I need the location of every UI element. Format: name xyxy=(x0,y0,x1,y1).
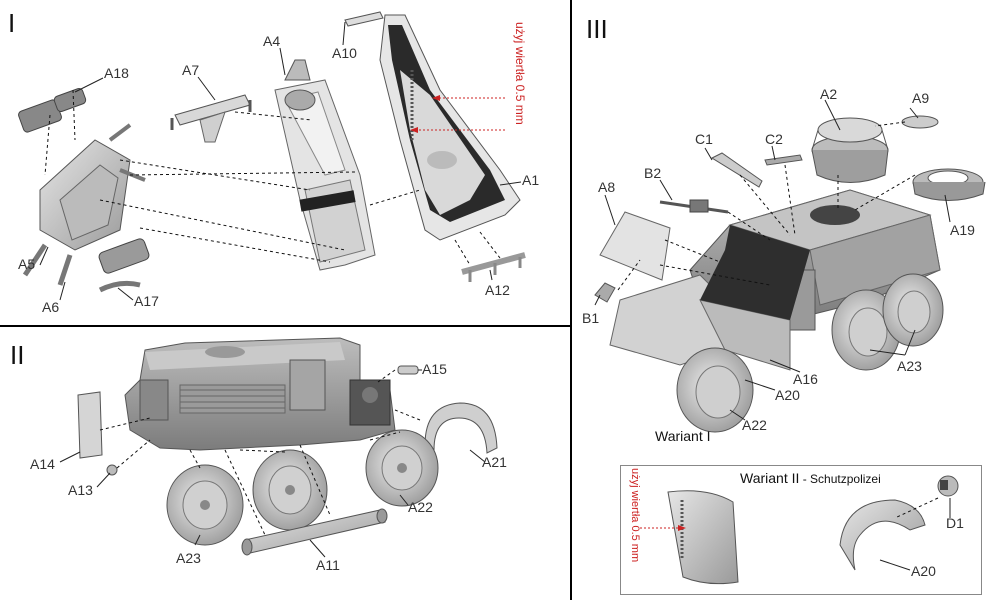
part-a19-ring xyxy=(912,168,986,201)
part-a15 xyxy=(397,365,419,375)
label-b1: B1 xyxy=(582,310,600,326)
label-a5: A5 xyxy=(18,256,36,272)
front-wheel-iso xyxy=(676,347,754,433)
label-a6: A6 xyxy=(42,299,60,315)
panel-3-parts xyxy=(594,115,986,585)
engine-assembly xyxy=(18,87,150,293)
label-c1: C1 xyxy=(695,131,713,147)
wheel-mid xyxy=(252,449,328,531)
label-a21: A21 xyxy=(482,454,507,470)
armored-car-hull-iso xyxy=(609,189,941,371)
label-a4: A4 xyxy=(263,33,281,49)
variant-2-title-main: Wariant II xyxy=(740,470,800,486)
label-a14: A14 xyxy=(30,456,55,472)
label-a15: A15 xyxy=(422,361,447,377)
part-c2 xyxy=(764,154,803,166)
label-a22-panel3: A22 xyxy=(742,417,767,433)
label-a7: A7 xyxy=(182,62,200,78)
drill-note: użyj wiertła 0.5 mm xyxy=(513,22,527,125)
panel-numeral-2: II xyxy=(10,340,25,370)
drill-note-variant2: użyj wiertła 0.5 mm xyxy=(629,468,641,563)
part-b1 xyxy=(594,282,616,303)
label-a22-panel2: A22 xyxy=(408,499,433,515)
part-a14-plate xyxy=(77,391,103,459)
rear-wheel-2-iso xyxy=(882,273,944,347)
label-a23-panel2: A23 xyxy=(176,550,201,566)
variant-2-subtitle: - Schutzpolizei xyxy=(799,472,881,486)
label-a10: A10 xyxy=(332,45,357,61)
part-a13 xyxy=(106,464,118,476)
label-a8: A8 xyxy=(598,179,616,195)
part-a4-chassis xyxy=(274,59,376,271)
label-a17: A17 xyxy=(134,293,159,309)
part-a8-plate xyxy=(599,211,671,281)
label-a16: A16 xyxy=(793,371,818,387)
part-b2-gun xyxy=(659,199,729,214)
label-a20-panel3: A20 xyxy=(775,387,800,403)
label-a18: A18 xyxy=(104,65,129,81)
part-a21-fender xyxy=(424,402,498,454)
part-a9-hatch xyxy=(901,115,939,129)
variant-2-parts xyxy=(667,475,959,585)
label-a20-variant2: A20 xyxy=(911,563,936,579)
part-a7-bracket xyxy=(170,94,252,143)
part-c1 xyxy=(710,152,763,188)
panel-numeral-1: I xyxy=(8,8,16,38)
label-a2: A2 xyxy=(820,86,838,102)
variant-2-title: Wariant II - Schutzpolizei xyxy=(740,470,881,486)
guide-lines-panel-3 xyxy=(617,121,916,291)
armored-car-hull-side xyxy=(124,337,396,451)
part-a1-hull xyxy=(379,14,521,241)
guide-lines-panel-2 xyxy=(99,369,421,536)
guide-lines-panel-1 xyxy=(44,89,501,266)
label-a19: A19 xyxy=(950,222,975,238)
variant-1-title: Wariant I xyxy=(655,428,711,444)
label-a12: A12 xyxy=(485,282,510,298)
label-b2: B2 xyxy=(644,165,662,181)
variant-2-box xyxy=(620,465,982,595)
label-d1: D1 xyxy=(946,515,964,531)
panel-1-parts xyxy=(18,11,526,293)
part-a11-axle xyxy=(241,508,388,556)
label-c2: C2 xyxy=(765,131,783,147)
label-leaders xyxy=(39,21,951,571)
label-a11: A11 xyxy=(316,557,340,573)
label-a9: A9 xyxy=(912,90,930,106)
part-a2-turret xyxy=(811,117,889,183)
drill-arrows xyxy=(418,97,505,131)
part-a10 xyxy=(344,11,384,27)
panel-numeral-3: III xyxy=(586,14,608,44)
part-a12-bar xyxy=(461,252,526,282)
label-a13: A13 xyxy=(68,482,93,498)
wheel-left xyxy=(166,464,244,546)
wheel-right xyxy=(365,429,439,507)
panel-2-parts xyxy=(77,337,498,556)
guide-lines-variant2 xyxy=(894,497,939,519)
label-a1: A1 xyxy=(522,172,540,188)
label-a23-panel3: A23 xyxy=(897,358,922,374)
